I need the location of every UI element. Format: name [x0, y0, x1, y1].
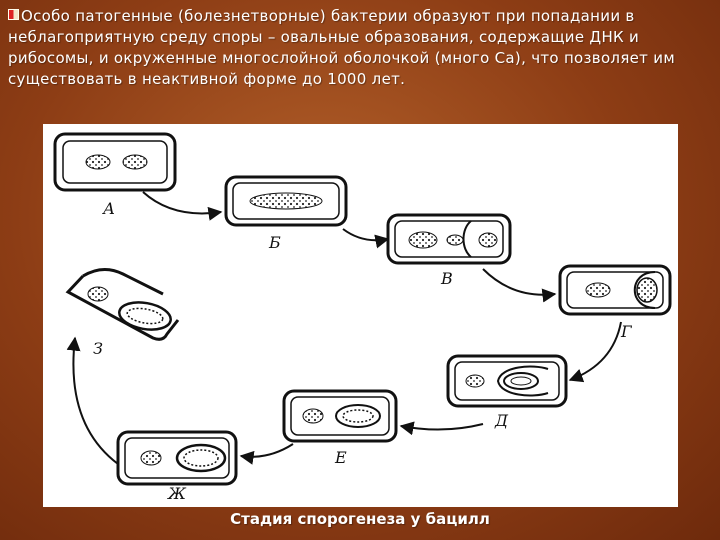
- arrow-e-to-zh: [239, 443, 294, 465]
- bullet-icon: [8, 9, 19, 20]
- stage-a-cell: [53, 132, 177, 192]
- stage-label-zh: Ж: [167, 484, 187, 503]
- arrow-zh-to-z: [66, 336, 119, 465]
- arrow-a-to-b: [142, 191, 223, 221]
- stage-zh-cell: [116, 430, 238, 486]
- sporogenesis-diagram: А Б В Г: [53, 132, 672, 503]
- arrow-b-to-v: [342, 228, 390, 249]
- stage-label-z: З: [93, 339, 103, 358]
- stage-label-v: В: [440, 269, 453, 288]
- stage-label-e: Е: [334, 448, 347, 467]
- stage-label-d: Д: [494, 411, 509, 430]
- stage-g-cell: [558, 264, 672, 316]
- slide-body-text: Особо патогенные (болезнетворные) бактер…: [8, 6, 714, 90]
- stage-label-g: Г: [620, 322, 633, 341]
- sporogenesis-figure: А Б В Г: [43, 124, 678, 507]
- arrow-g-to-d: [568, 321, 622, 383]
- stage-b-cell: [224, 175, 348, 227]
- stage-label-a: А: [102, 199, 115, 218]
- arrow-v-to-g: [482, 268, 557, 303]
- stage-label-b: Б: [268, 233, 281, 252]
- stage-e-cell: [282, 389, 398, 443]
- body-text: Особо патогенные (болезнетворные) бактер…: [8, 7, 675, 88]
- stage-z-cell: [65, 268, 180, 341]
- figure-caption: Стадия спорогенеза у бацилл: [230, 510, 490, 528]
- arrow-d-to-e: [399, 421, 484, 436]
- stage-v-cell: [386, 213, 512, 265]
- stage-d-cell: [446, 354, 568, 408]
